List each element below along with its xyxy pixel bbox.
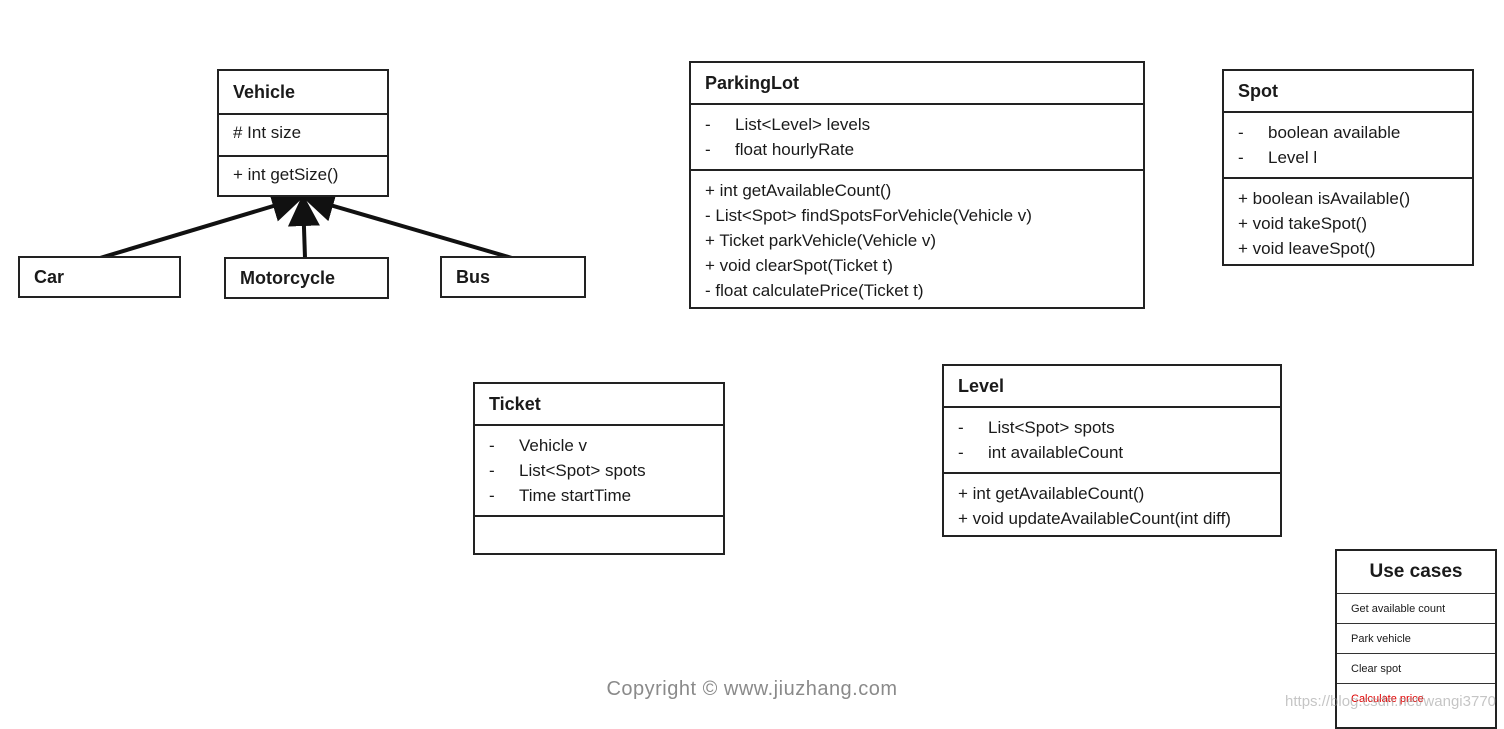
ticket-methods: [475, 517, 723, 555]
use-case-item: Park vehicle: [1337, 624, 1495, 654]
parkinglot-method: + void clearSpot(Ticket t): [705, 256, 893, 275]
spot-class: Spot -boolean available -Level l + boole…: [1222, 69, 1474, 266]
parkinglot-method: - float calculatePrice(Ticket t): [705, 281, 924, 300]
level-class-name: Level: [944, 366, 1280, 408]
level-method: + void updateAvailableCount(int diff): [958, 509, 1231, 528]
vehicle-class: Vehicle # Int size + int getSize(): [217, 69, 389, 197]
use-case-item-highlighted: Calculate price: [1351, 693, 1424, 705]
vehicle-attribute: # Int size: [233, 123, 302, 142]
spot-method: + void leaveSpot(): [1238, 239, 1376, 258]
spot-class-name: Spot: [1224, 71, 1472, 113]
ticket-attribute: -Vehicle v: [489, 436, 588, 455]
use-cases-title: Use cases: [1337, 551, 1495, 594]
vehicle-methods: + int getSize(): [219, 157, 387, 192]
motorcycle-class: Motorcycle: [224, 257, 389, 299]
level-attribute: -int availableCount: [958, 443, 1124, 462]
parkinglot-class-name: ParkingLot: [691, 63, 1143, 105]
spot-attribute: -Level l: [1238, 148, 1318, 167]
parkinglot-class: ParkingLot -List<Level> levels -float ho…: [689, 61, 1145, 309]
level-class: Level -List<Spot> spots -int availableCo…: [942, 364, 1282, 537]
bus-inherits-arrow: [302, 190, 513, 260]
level-method: + int getAvailableCount(): [958, 484, 1145, 503]
parkinglot-methods: + int getAvailableCount() - List<Spot> f…: [691, 171, 1143, 310]
vehicle-method: + int getSize(): [233, 165, 339, 184]
use-cases-table: Use cases Get available count Park vehic…: [1335, 549, 1497, 729]
parkinglot-attributes: -List<Level> levels -float hourlyRate: [691, 105, 1143, 171]
ticket-attributes: -Vehicle v -List<Spot> spots -Time start…: [475, 426, 723, 517]
watermark-text: https://blog.csdn.net/wangi3770: [1285, 693, 1496, 710]
parkinglot-method: + Ticket parkVehicle(Vehicle v): [705, 231, 937, 250]
bus-class: Bus: [440, 256, 586, 298]
vehicle-attributes: # Int size: [219, 115, 387, 157]
parkinglot-attribute: -float hourlyRate: [705, 140, 855, 159]
ticket-class: Ticket -Vehicle v -List<Spot> spots -Tim…: [473, 382, 725, 555]
level-attributes: -List<Spot> spots -int availableCount: [944, 408, 1280, 474]
copyright-text: Copyright © www.jiuzhang.com: [606, 678, 898, 700]
ticket-class-name: Ticket: [475, 384, 723, 426]
spot-methods: + boolean isAvailable() + void takeSpot(…: [1224, 179, 1472, 268]
spot-attribute: -boolean available: [1238, 123, 1401, 142]
car-inherits-arrow: [99, 190, 304, 260]
parkinglot-method: - List<Spot> findSpotsForVehicle(Vehicle…: [705, 206, 1032, 225]
car-class: Car: [18, 256, 181, 298]
ticket-attribute: -Time startTime: [489, 486, 632, 505]
spot-method: + boolean isAvailable(): [1238, 189, 1411, 208]
use-case-item: Clear spot: [1337, 654, 1495, 684]
vehicle-class-name: Vehicle: [219, 71, 387, 115]
parkinglot-method: + int getAvailableCount(): [705, 181, 892, 200]
use-case-item: Get available count: [1337, 594, 1495, 624]
level-attribute: -List<Spot> spots: [958, 418, 1115, 437]
motorcycle-inherits-arrow: [287, 194, 320, 259]
ticket-attribute: -List<Spot> spots: [489, 461, 646, 480]
parkinglot-attribute: -List<Level> levels: [705, 115, 871, 134]
level-methods: + int getAvailableCount() + void updateA…: [944, 474, 1280, 538]
spot-attributes: -boolean available -Level l: [1224, 113, 1472, 179]
spot-method: + void takeSpot(): [1238, 214, 1367, 233]
